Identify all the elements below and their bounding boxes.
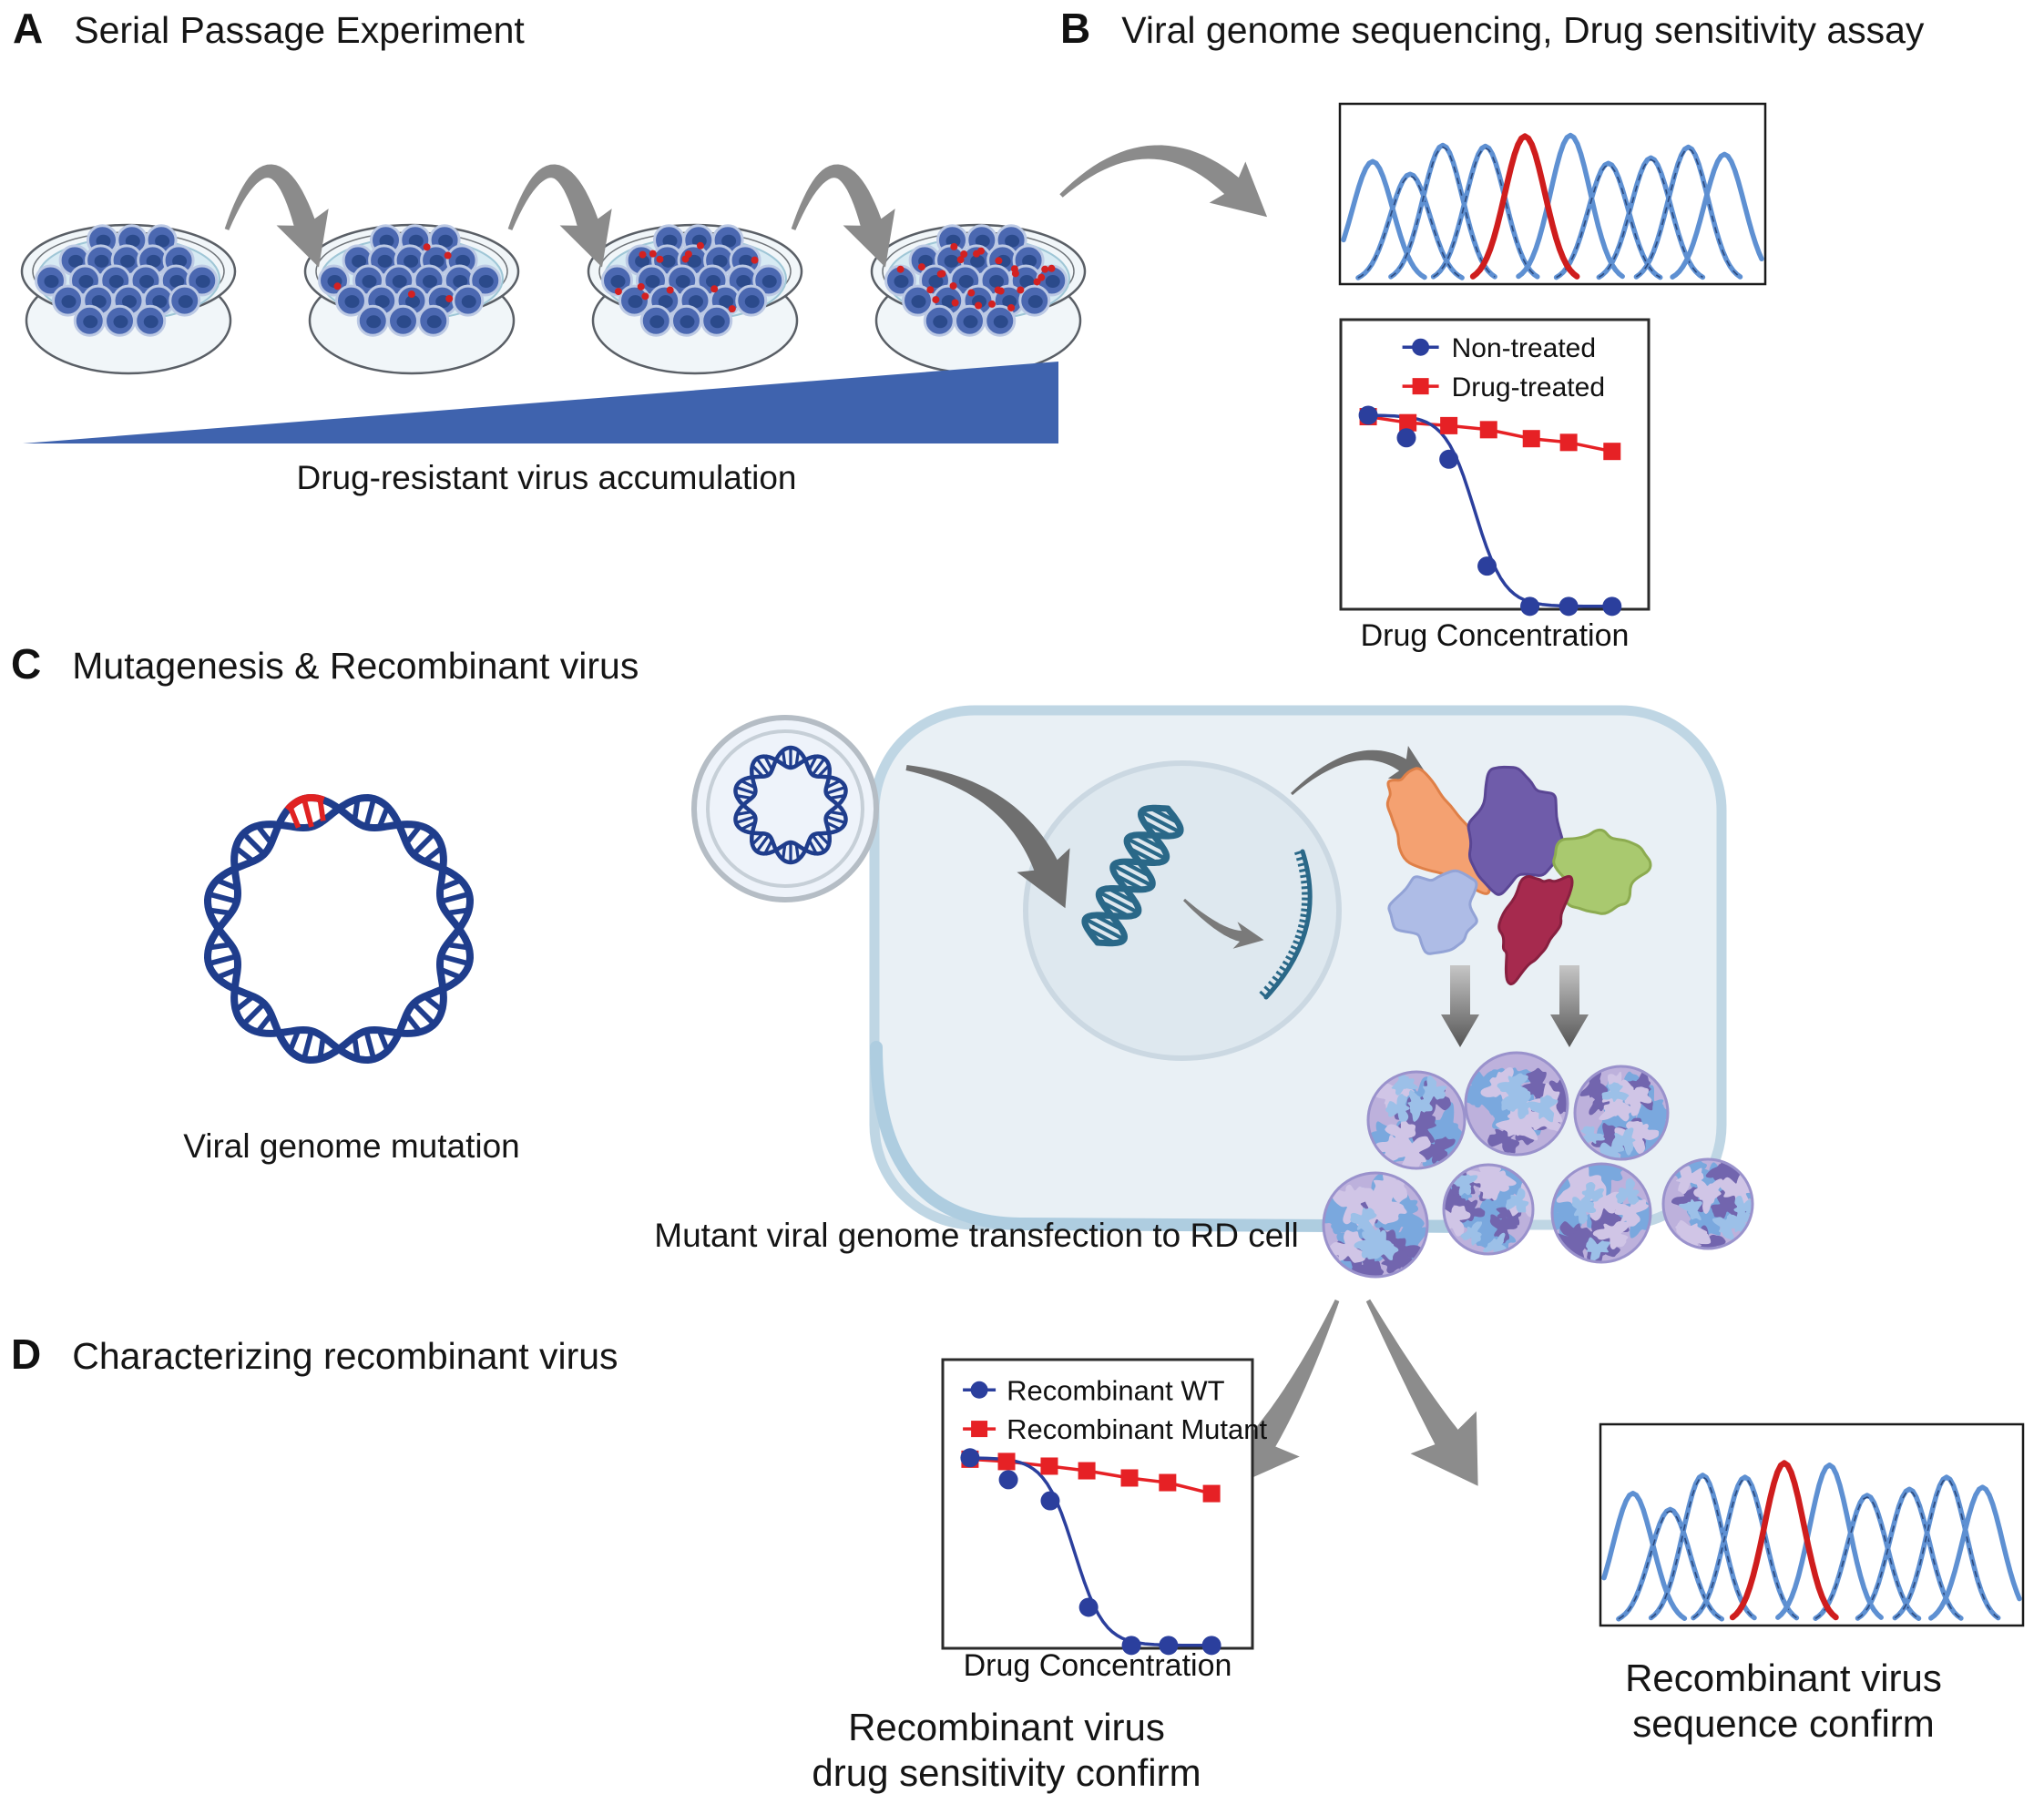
translation-arrow — [1441, 965, 1479, 1047]
panel-c-title: Mutagenesis & Recombinant virus — [72, 645, 639, 687]
petri-dish — [303, 223, 520, 375]
passage-arrow — [224, 164, 329, 268]
legend-item-label: Recombinant WT — [1007, 1374, 1225, 1406]
transfection-caption: Mutant viral genome transfection to RD c… — [654, 1217, 1299, 1254]
panel-b-title: Viral genome sequencing, Drug sensitivit… — [1121, 9, 1925, 51]
chromatogram-d — [1599, 1422, 2025, 1627]
virus-particle — [1366, 1070, 1467, 1170]
transfection-vesicle — [691, 715, 879, 902]
transcription-arrow — [1183, 898, 1264, 949]
panel-c-illustration — [204, 705, 1754, 1279]
drug-resistant-virus-dots — [333, 243, 454, 302]
passage-arrow — [791, 164, 895, 268]
plot-caption-line2: drug sensitivity confirm — [812, 1750, 1201, 1794]
arrow-vesicle-to-nucleus — [905, 765, 1070, 909]
panel-d-letter: D — [11, 1330, 42, 1378]
arrow-nucleus-to-proteins — [1291, 746, 1433, 796]
panel-b-header: B Viral genome sequencing, Drug sensitiv… — [1060, 4, 1924, 53]
drug-gradient-triangle — [23, 362, 1058, 443]
panel-a-illustration — [20, 145, 1268, 443]
plot-caption-line1: Recombinant virus — [848, 1706, 1165, 1748]
panel-a-letter: A — [13, 5, 44, 52]
chromatogram-b — [1338, 102, 1767, 286]
cell-nucleus — [1023, 760, 1342, 1061]
cell-colony — [601, 224, 785, 337]
legend-item-label: Recombinant Mutant — [1007, 1413, 1267, 1445]
seq-caption-line2: sequence confirm — [1632, 1701, 1935, 1745]
protein-purple — [1467, 765, 1566, 896]
petri-dish — [20, 223, 237, 375]
virus-particle — [1322, 1171, 1429, 1279]
plasmid-caption: Viral genome mutation — [183, 1127, 520, 1165]
passage-arrow — [507, 164, 612, 268]
virus-particle — [1573, 1065, 1670, 1161]
drug-accumulation-caption: Drug-resistant virus accumulation — [296, 459, 797, 496]
panel-a-title: Serial Passage Experiment — [74, 9, 525, 51]
seq-caption-line1: Recombinant virus — [1625, 1656, 1942, 1699]
protein-lightblue — [1387, 869, 1478, 955]
drug-resistant-virus-dots — [896, 242, 1056, 311]
cell-colony — [35, 224, 219, 337]
protein-crimson — [1497, 874, 1574, 986]
panel-d-title: Characterizing recombinant virus — [72, 1335, 618, 1377]
sequence-confirm-caption: Recombinant virus sequence confirm — [1510, 1656, 2044, 1746]
mrna-strand — [1259, 849, 1313, 1000]
petri-dish — [587, 223, 803, 375]
panel-a-header: A Serial Passage Experiment — [13, 4, 525, 53]
arrow-virus-to-sequence — [1365, 1299, 1478, 1486]
panel-d-header: D Characterizing recombinant virus — [11, 1330, 618, 1379]
drug-resistant-virus-dots — [614, 241, 759, 313]
panel-c-header: C Mutagenesis & Recombinant virus — [11, 639, 639, 688]
arrow-a-to-b — [1059, 145, 1268, 218]
translation-arrow — [1550, 965, 1589, 1047]
drug-sensitivity-confirm-caption: Recombinant virus drug sensitivity confi… — [733, 1705, 1280, 1794]
protein-green — [1552, 828, 1652, 915]
legend-item-label: Drug-treated — [1452, 372, 1605, 403]
panel-d-arrows — [1231, 1299, 1478, 1487]
virus-particle — [1661, 1157, 1754, 1250]
petri-dish — [870, 223, 1087, 375]
x-axis-label: Drug Concentration — [1361, 618, 1630, 653]
x-axis-label: Drug Concentration — [964, 1648, 1232, 1683]
cell-colony — [318, 224, 502, 337]
legend-item-label: Non-treated — [1452, 333, 1596, 363]
panel-c-letter: C — [11, 640, 42, 688]
plasmid-dna-circle — [204, 794, 474, 1064]
mini-plasmid — [733, 745, 848, 865]
panel-b-letter: B — [1060, 5, 1091, 52]
virus-particle — [1442, 1163, 1535, 1256]
arrow-virus-to-plot — [1231, 1300, 1340, 1487]
dna-helix — [1081, 804, 1184, 947]
